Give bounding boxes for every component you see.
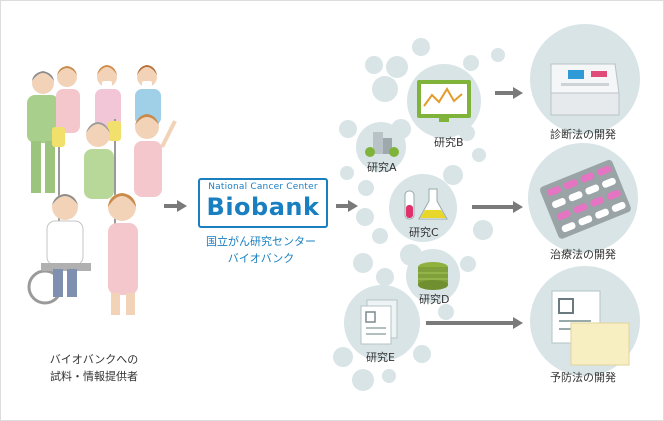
prevention-documents-bubble <box>530 266 640 376</box>
treatment-label: 治療法の開発 <box>550 248 616 261</box>
study-a-label: 研究A <box>367 161 397 174</box>
study-d-label: 研究D <box>419 293 450 306</box>
prevention-label: 予防法の開発 <box>550 371 616 384</box>
decorative-bubbles <box>333 38 505 391</box>
study-b-bubble <box>407 64 481 138</box>
study-a-bubble <box>356 122 406 172</box>
diagnosis-label: 診断法の開発 <box>550 128 616 141</box>
study-c-label: 研究C <box>409 226 439 239</box>
study-b-label: 研究B <box>434 136 464 149</box>
biobank-name-line1: 国立がん研究センター <box>206 235 316 248</box>
logo-wordmark: Biobank <box>206 193 320 221</box>
treatment-pills-bubble <box>528 143 638 253</box>
biobank-name-line2: バイオバンク <box>227 252 295 265</box>
donors-caption-line2: 試料・情報提供者 <box>50 370 138 383</box>
logo-tagline: National Cancer Center <box>208 182 318 192</box>
diagnosis-device-bubble <box>530 24 640 134</box>
arrows <box>164 87 523 329</box>
donor-people-illustration <box>27 65 177 315</box>
biobank-logo: National Cancer Center Biobank <box>198 178 328 228</box>
study-d-bubble <box>406 249 460 303</box>
study-e-label: 研究E <box>366 351 395 364</box>
study-e-bubble <box>344 285 420 361</box>
donors-caption-line1: バイオバンクへの <box>49 353 139 366</box>
study-c-bubble <box>389 174 457 242</box>
